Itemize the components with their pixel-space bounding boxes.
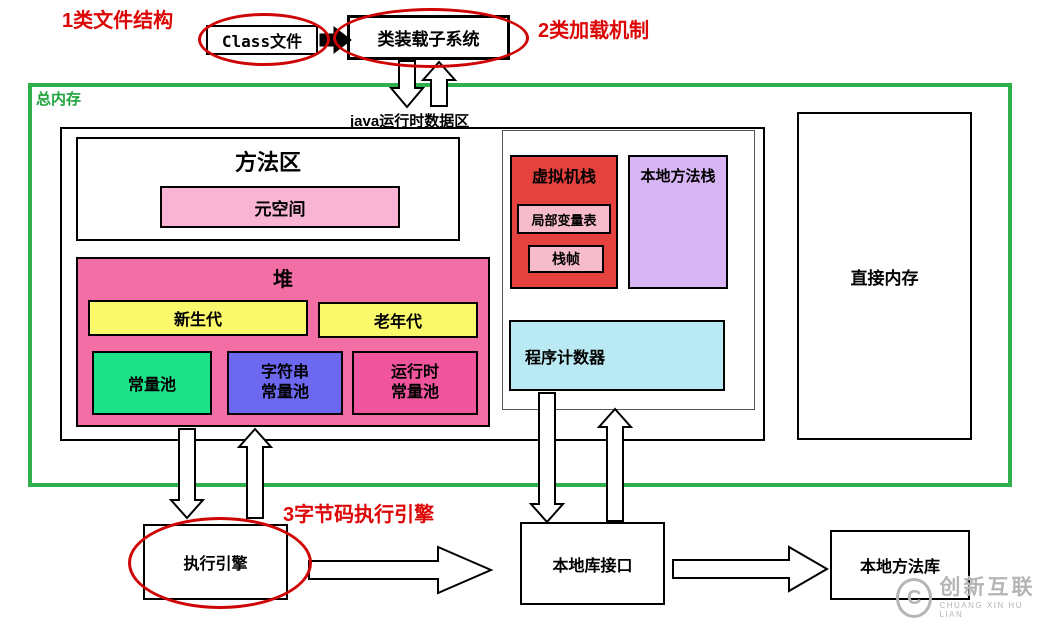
constant-pool-label: 常量池 [127, 377, 176, 394]
native-method-stack-label: 本地方法栈 [640, 168, 716, 185]
watermark-name: 创新互联 [939, 576, 1036, 599]
metaspace-label: 元空间 [254, 199, 306, 219]
arrow-interface-to-library [672, 545, 829, 593]
program-counter-label: 程序计数器 [525, 349, 606, 367]
total-memory-label: 总内存 [36, 91, 82, 108]
runtime-constant-pool-box: 运行时 常量池 [352, 351, 478, 415]
native-method-stack-box: 本地方法栈 [628, 155, 728, 289]
program-counter-box: 程序计数器 [509, 320, 725, 391]
stack-frame-box: 栈帧 [528, 245, 604, 273]
native-interface-label: 本地库接口 [552, 557, 633, 575]
native-library-label: 本地方法库 [859, 559, 940, 576]
annotation-file-structure: 1类文件结构 [62, 10, 174, 32]
runtime-data-area-label: java运行时数据区 [350, 113, 470, 130]
class-loader-highlight-ellipse [333, 8, 529, 68]
young-generation-label: 新生代 [173, 312, 222, 329]
local-variable-table-label: 局部变量表 [531, 212, 597, 228]
string-constant-pool-label: 字符串 常量池 [260, 364, 309, 401]
total-memory-region [28, 83, 1012, 487]
watermark-subtitle: CHUANG XIN HU LIAN [939, 601, 1023, 619]
young-generation-box: 新生代 [88, 300, 308, 336]
runtime-constant-pool-label: 运行时 常量池 [390, 364, 439, 401]
direct-memory-box: 直接内存 [797, 112, 972, 440]
execution-engine-highlight-ellipse [128, 517, 312, 609]
heap-label: 堆 [273, 269, 293, 291]
old-generation-box: 老年代 [318, 302, 478, 338]
local-variable-table-box: 局部变量表 [517, 204, 611, 234]
metaspace-box: 元空间 [160, 186, 400, 228]
annotation-load-mechanism: 2类加载机制 [538, 20, 650, 42]
constant-pool-box: 常量池 [92, 351, 212, 415]
vm-stack-label: 虚拟机栈 [531, 169, 596, 186]
old-generation-label: 老年代 [373, 314, 422, 331]
watermark: C 创新互联 CHUANG XIN HU LIAN [896, 577, 1039, 619]
class-file-highlight-ellipse [198, 13, 330, 66]
arrow-engine-to-interface [308, 545, 494, 595]
native-interface-box: 本地库接口 [520, 522, 665, 605]
method-area-label: 方法区 [234, 150, 301, 175]
annotation-bytecode-engine: 3字节码执行引擎 [283, 504, 435, 526]
string-constant-pool-box: 字符串 常量池 [227, 351, 343, 415]
stack-frame-label: 栈帧 [552, 251, 580, 267]
watermark-logo-icon: C [896, 578, 933, 618]
direct-memory-label: 直接内存 [850, 268, 919, 288]
